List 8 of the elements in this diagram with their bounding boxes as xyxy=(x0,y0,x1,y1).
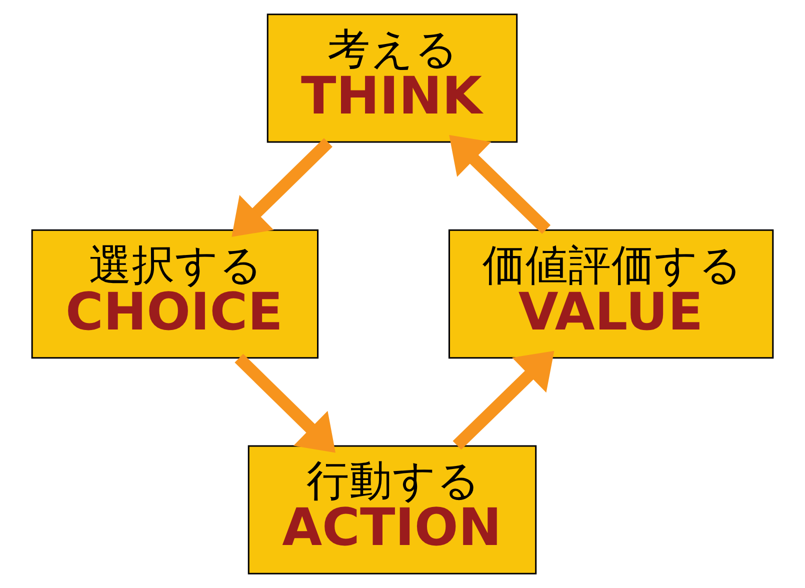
arrow xyxy=(449,135,551,234)
arrow xyxy=(232,138,332,237)
node-box: 行動する ACTION xyxy=(248,445,537,574)
node-box: 選択する CHOICE xyxy=(31,229,319,359)
node-box: 価値評価する VALUE xyxy=(448,229,774,359)
node-box: 考える THINK xyxy=(266,14,518,143)
arrow xyxy=(234,354,336,453)
arrow xyxy=(452,350,554,450)
